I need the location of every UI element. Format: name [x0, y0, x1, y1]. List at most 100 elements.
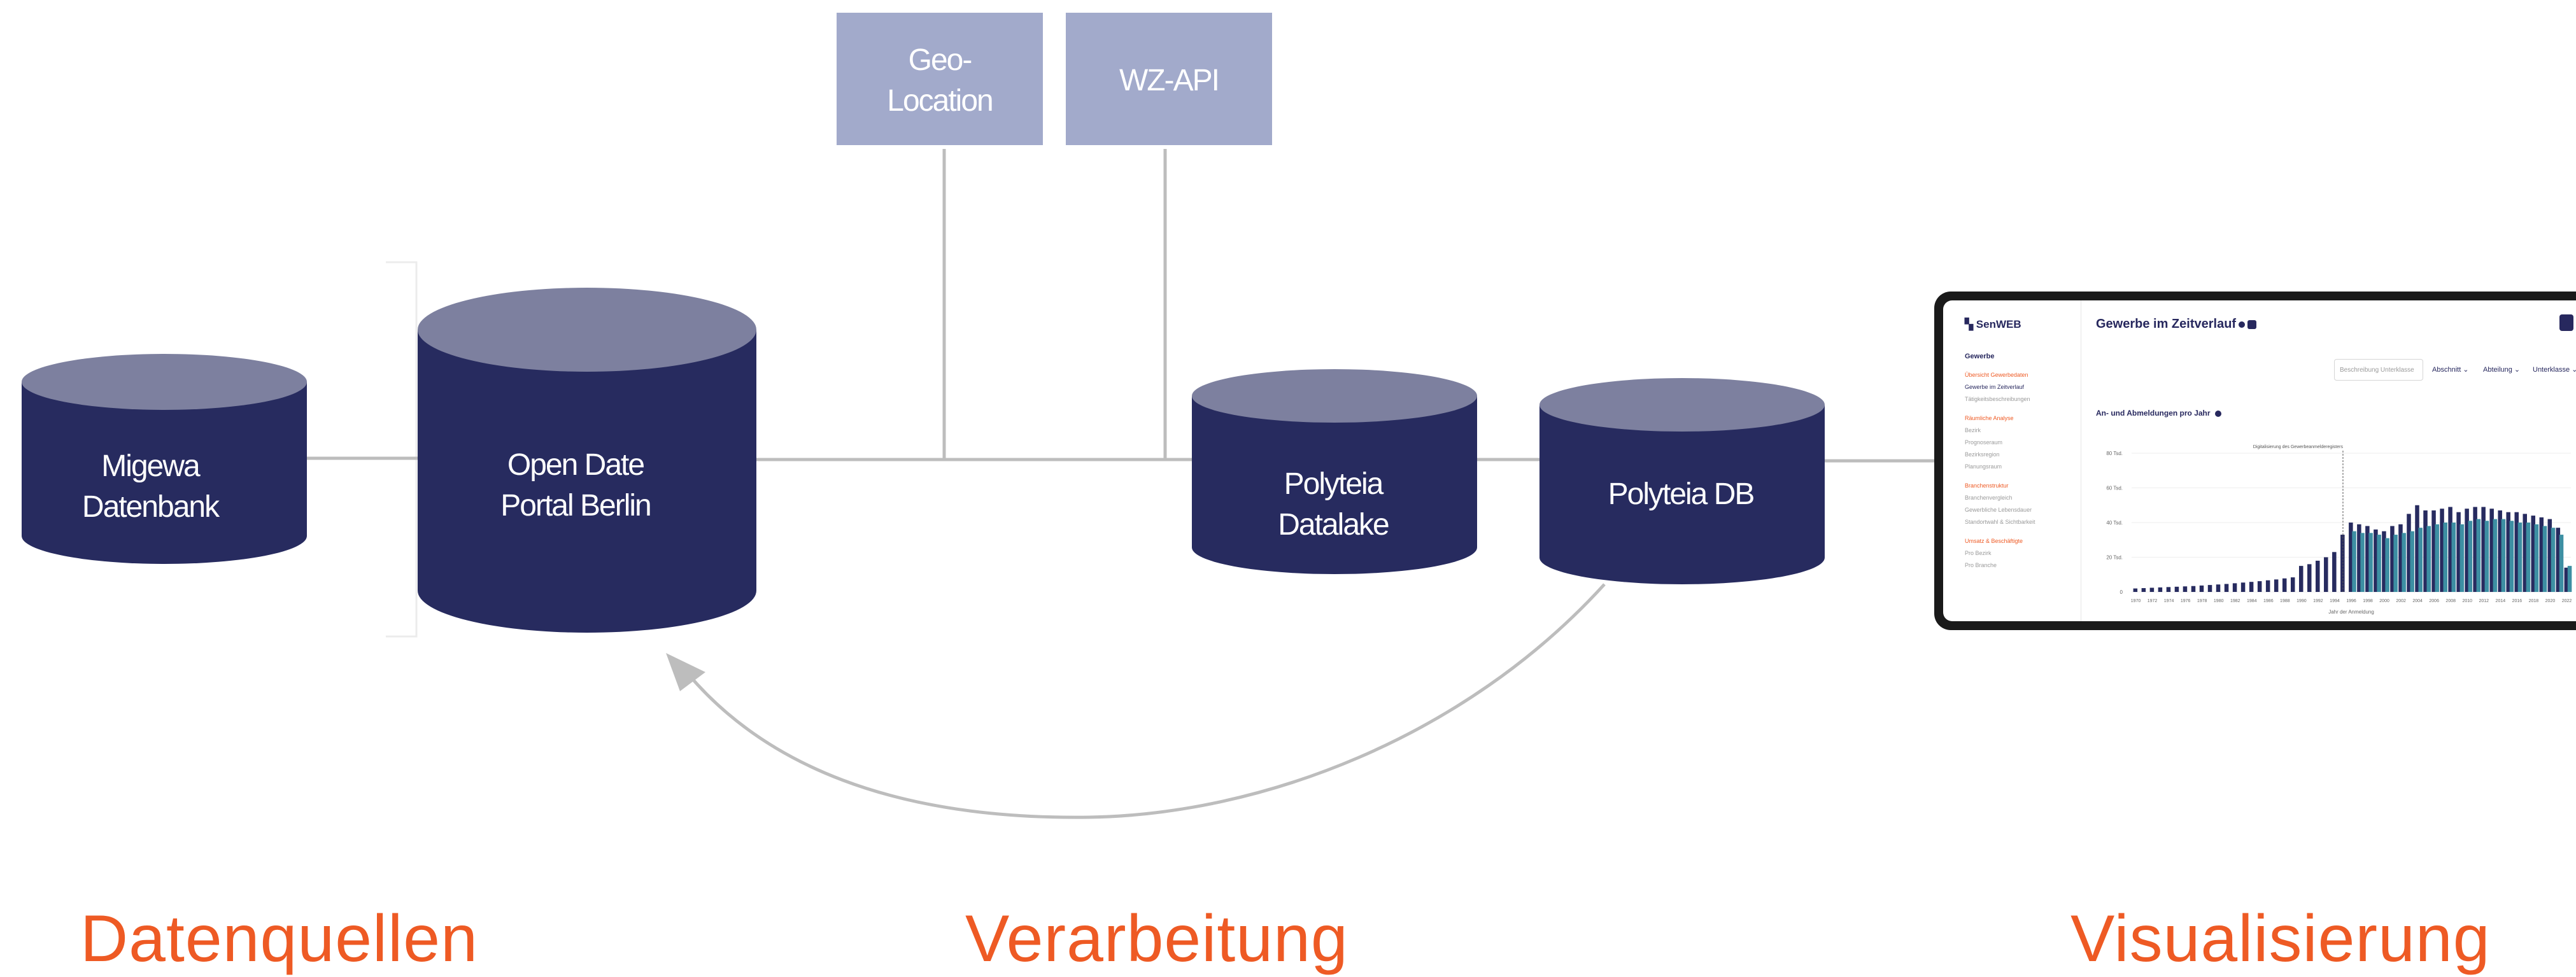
x-tick-label: 1974: [2164, 599, 2174, 603]
bar-anmeldungen: [2183, 586, 2188, 592]
dropdown-unterklasse[interactable]: Unterklasse ⌄: [2533, 366, 2576, 374]
bar-anmeldungen: [2340, 535, 2345, 592]
x-tick-label: 2012: [2479, 599, 2489, 603]
section-label-visualization: Visualisierung: [2070, 902, 2491, 976]
feedback-arrowhead: [666, 653, 705, 691]
x-tick-label: 2008: [2445, 599, 2456, 603]
bar-anmeldungen: [2481, 507, 2486, 592]
x-tick-label: 1980: [2214, 599, 2224, 603]
sidebar-nav-item[interactable]: Gewerbliche Lebensdauer: [1965, 507, 2032, 513]
bar-abmeldungen: [2410, 531, 2414, 592]
sidebar-nav-item[interactable]: Branchenvergleich: [1965, 495, 2013, 501]
y-tick-label: 20 Tsd.: [2106, 555, 2123, 561]
bar-anmeldungen: [2257, 581, 2262, 592]
node-label-line: Open Date: [507, 448, 644, 482]
bar-anmeldungen: [2274, 579, 2279, 592]
bar-abmeldungen: [2352, 531, 2356, 592]
node-label-line: Portal Berlin: [500, 489, 650, 523]
info-icon[interactable]: [2239, 321, 2246, 328]
node-label-line: Datenbank: [82, 490, 220, 524]
dashboard-title: Gewerbe im Zeitverlauf: [2096, 317, 2257, 332]
bar-anmeldungen: [2415, 505, 2419, 592]
x-tick-label: 2014: [2496, 599, 2506, 603]
bar-abmeldungen: [2551, 528, 2556, 592]
sidebar-nav-item[interactable]: Gewerbe: [1965, 353, 1995, 360]
bar-anmeldungen: [2224, 584, 2229, 592]
bar-abmeldungen: [2534, 524, 2539, 592]
node-label-line: WZ-API: [1119, 64, 1219, 97]
annotation-label: Digitalisierung des Gewerbeanmelderegist…: [2253, 445, 2344, 449]
bar-anmeldungen: [2514, 512, 2519, 592]
polyteia-db-label: Polyteia DB: [1608, 477, 1754, 511]
bar-abmeldungen: [2451, 523, 2456, 592]
bar-anmeldungen: [2564, 567, 2569, 592]
sidebar-nav-item[interactable]: Pro Bezirk: [1965, 550, 1992, 556]
migewa-cylinder: [22, 354, 307, 564]
x-tick-label: 1978: [2197, 599, 2207, 603]
connector-lines: [306, 149, 1943, 463]
x-tick-label: 1990: [2296, 599, 2307, 603]
x-tick-label: 1984: [2247, 599, 2257, 603]
bar-abmeldungen: [2385, 538, 2389, 592]
bar-anmeldungen: [2531, 516, 2536, 592]
datalake-cylinder: [1192, 369, 1477, 574]
bar-anmeldungen: [2498, 510, 2502, 592]
feedback-arrow: [686, 583, 1606, 819]
dropdown-abteilung[interactable]: Abteilung ⌄: [2483, 366, 2521, 374]
x-tick-label: 1998: [2363, 599, 2373, 603]
bar-anmeldungen: [2365, 526, 2370, 592]
x-tick-label: 1986: [2263, 599, 2274, 603]
x-tick-label: 1972: [2148, 599, 2158, 603]
x-tick-label: 1988: [2280, 599, 2290, 603]
x-tick-label: 1996: [2346, 599, 2356, 603]
senweb-logo: ▚ SenWEB: [1965, 318, 2021, 330]
x-tick-label: 2006: [2429, 599, 2439, 603]
bar-anmeldungen: [2465, 509, 2469, 592]
search-input[interactable]: Beschreibung Unterklasse: [2334, 359, 2423, 381]
sidebar-nav-item[interactable]: Prognoseraum: [1965, 439, 2003, 446]
sidebar-nav-item[interactable]: Bezirk: [1965, 427, 1981, 433]
bar-anmeldungen: [2240, 582, 2246, 592]
bar-anmeldungen: [2431, 510, 2436, 592]
bar-abmeldungen: [2426, 526, 2431, 592]
sidebar-nav-item[interactable]: Bezirksregion: [1965, 451, 2000, 458]
bar-abmeldungen: [2493, 519, 2498, 592]
bar-anmeldungen: [2456, 512, 2461, 592]
y-tick-label: 40 Tsd.: [2106, 520, 2123, 526]
bar-anmeldungen: [2506, 512, 2510, 592]
sidebar-nav-item[interactable]: Standortwahl & Sichtbarkeit: [1965, 519, 2035, 525]
bar-abmeldungen: [2517, 523, 2523, 592]
node-label-line: Polyteia: [1284, 467, 1384, 501]
bar-anmeldungen: [2473, 507, 2477, 592]
sidebar-nav-item[interactable]: Branchenstruktur: [1965, 482, 2009, 489]
bar-abmeldungen: [2435, 524, 2439, 592]
bar-anmeldungen: [2489, 509, 2494, 592]
sidebar-nav-item[interactable]: Umsatz & Beschäftigte: [1965, 538, 2023, 544]
y-tick-label: 80 Tsd.: [2106, 451, 2123, 456]
bar-anmeldungen: [2440, 509, 2444, 592]
bar-anmeldungen: [2290, 577, 2295, 592]
bar-anmeldungen: [2332, 552, 2337, 592]
sidebar-nav-item[interactable]: Räumliche Analyse: [1965, 415, 2014, 421]
dropdown-abschnitt[interactable]: Abschnitt ⌄: [2432, 366, 2469, 374]
edit-icon[interactable]: [2247, 320, 2257, 329]
sidebar-nav-item[interactable]: Übersicht Gewerbedaten: [1965, 372, 2028, 378]
download-button[interactable]: [2559, 314, 2573, 331]
bar-anmeldungen: [2382, 531, 2386, 592]
chart-info-icon[interactable]: [2214, 410, 2221, 417]
bar-anmeldungen: [2398, 524, 2403, 592]
node-label-line: Geo-: [909, 43, 972, 77]
bar-abmeldungen: [2459, 524, 2465, 592]
bar-anmeldungen: [2141, 588, 2146, 592]
x-tick-label: 1994: [2330, 599, 2340, 603]
bar-anmeldungen: [2232, 583, 2237, 592]
sidebar-nav-item[interactable]: Tätigkeitsbeschreibungen: [1965, 396, 2030, 402]
bar-abmeldungen: [2368, 533, 2373, 592]
bar-anmeldungen: [2407, 514, 2411, 592]
sidebar-nav-item[interactable]: Planungsraum: [1965, 463, 2002, 470]
bar-abmeldungen: [2443, 523, 2448, 592]
sidebar-nav-item[interactable]: Pro Branche: [1965, 562, 1997, 568]
sidebar-nav-item[interactable]: Gewerbe im Zeitverlauf: [1965, 384, 2025, 390]
